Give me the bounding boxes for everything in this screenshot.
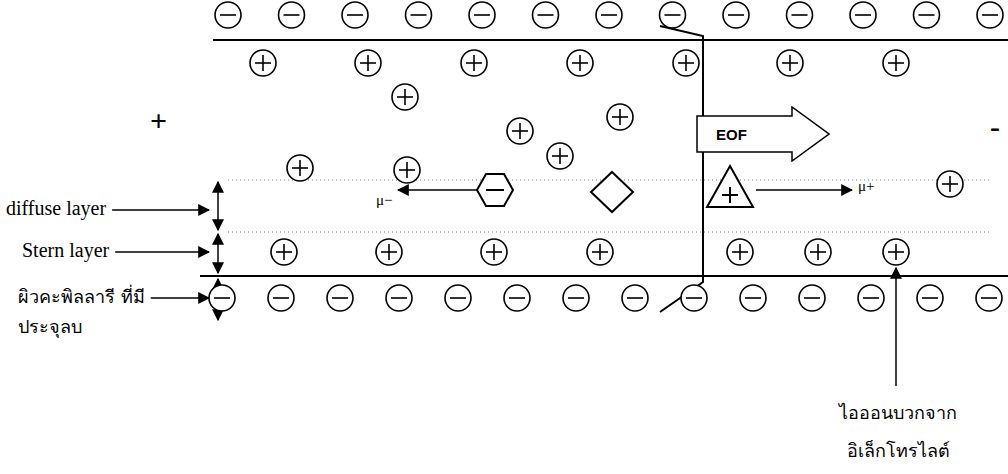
anion-symbol bbox=[723, 2, 749, 28]
cation-symbol bbox=[287, 155, 313, 181]
capillary-wall bbox=[213, 39, 1008, 41]
anion-symbol bbox=[976, 285, 1002, 311]
cation-symbol bbox=[727, 239, 753, 265]
leader-arrow bbox=[895, 268, 897, 386]
wall-label: ผิวคะพิลลารี ที่มีประจุลบ bbox=[18, 282, 168, 342]
cation-symbol bbox=[394, 157, 420, 183]
leader-arrow bbox=[151, 297, 209, 299]
anion-symbol bbox=[917, 285, 943, 311]
cation-symbol bbox=[461, 50, 487, 76]
anion-symbol bbox=[279, 2, 305, 28]
anion-symbol bbox=[469, 2, 495, 28]
anion-symbol bbox=[342, 2, 368, 28]
callout-label: ไอออนบวกจาก อิเล็กโทรไลต์ bbox=[836, 394, 960, 470]
mobility-label: μ− bbox=[376, 192, 393, 209]
cation-symbol bbox=[937, 171, 963, 197]
anion-symbol bbox=[268, 285, 294, 311]
neutral-diamond bbox=[591, 172, 633, 212]
cation-symbol bbox=[673, 50, 699, 76]
anion-symbol bbox=[787, 2, 813, 28]
flow-arrow: EOF bbox=[696, 106, 830, 162]
cation-symbol bbox=[607, 104, 633, 130]
cation-symbol bbox=[376, 239, 402, 265]
anion-symbol bbox=[327, 285, 353, 311]
cation-symbol bbox=[547, 143, 573, 169]
anion-symbol bbox=[215, 2, 241, 28]
cation-symbol bbox=[481, 239, 507, 265]
anion-symbol bbox=[850, 2, 876, 28]
cation-triangle bbox=[707, 166, 753, 207]
anion-symbol bbox=[740, 285, 766, 311]
layer-label: Stern layer bbox=[22, 239, 109, 262]
leader-arrow bbox=[112, 209, 209, 211]
anion-symbol bbox=[622, 285, 648, 311]
mobility-label: μ+ bbox=[858, 178, 875, 195]
cation-symbol bbox=[777, 50, 803, 76]
anion-symbol bbox=[914, 2, 940, 28]
anion-symbol bbox=[533, 2, 559, 28]
layer-label: diffuse layer bbox=[6, 197, 106, 220]
layer-bracket bbox=[217, 234, 219, 273]
layer-boundary bbox=[228, 232, 990, 233]
cation-symbol bbox=[883, 50, 909, 76]
cation-symbol bbox=[392, 84, 418, 110]
cation-symbol bbox=[271, 239, 297, 265]
cation-symbol bbox=[250, 50, 276, 76]
flow-label: EOF bbox=[716, 126, 747, 143]
anion-symbol bbox=[445, 285, 471, 311]
electrode-sign: + bbox=[150, 104, 167, 138]
anion-symbol bbox=[858, 285, 884, 311]
mobility-arrow bbox=[756, 189, 852, 191]
flow-profile bbox=[660, 26, 703, 312]
cation-symbol bbox=[883, 239, 909, 265]
anion-symbol bbox=[386, 285, 412, 311]
electrode-sign: - bbox=[990, 110, 1000, 144]
cation-symbol bbox=[507, 118, 533, 144]
anion-symbol bbox=[799, 285, 825, 311]
cation-symbol bbox=[567, 50, 593, 76]
anion-hexagon bbox=[477, 174, 513, 206]
anion-symbol bbox=[977, 2, 1003, 28]
anion-symbol bbox=[406, 2, 432, 28]
cation-symbol bbox=[587, 239, 613, 265]
anion-symbol bbox=[660, 2, 686, 28]
anion-symbol bbox=[209, 285, 235, 311]
capillary-wall bbox=[200, 275, 1008, 277]
cation-symbol bbox=[355, 50, 381, 76]
anion-symbol bbox=[563, 285, 589, 311]
layer-bracket bbox=[217, 182, 219, 230]
anion-symbol bbox=[504, 285, 530, 311]
mobility-arrow bbox=[398, 189, 478, 191]
anion-symbol bbox=[596, 2, 622, 28]
cation-symbol bbox=[805, 239, 831, 265]
leader-arrow bbox=[115, 251, 209, 253]
anion-symbol bbox=[681, 285, 707, 311]
